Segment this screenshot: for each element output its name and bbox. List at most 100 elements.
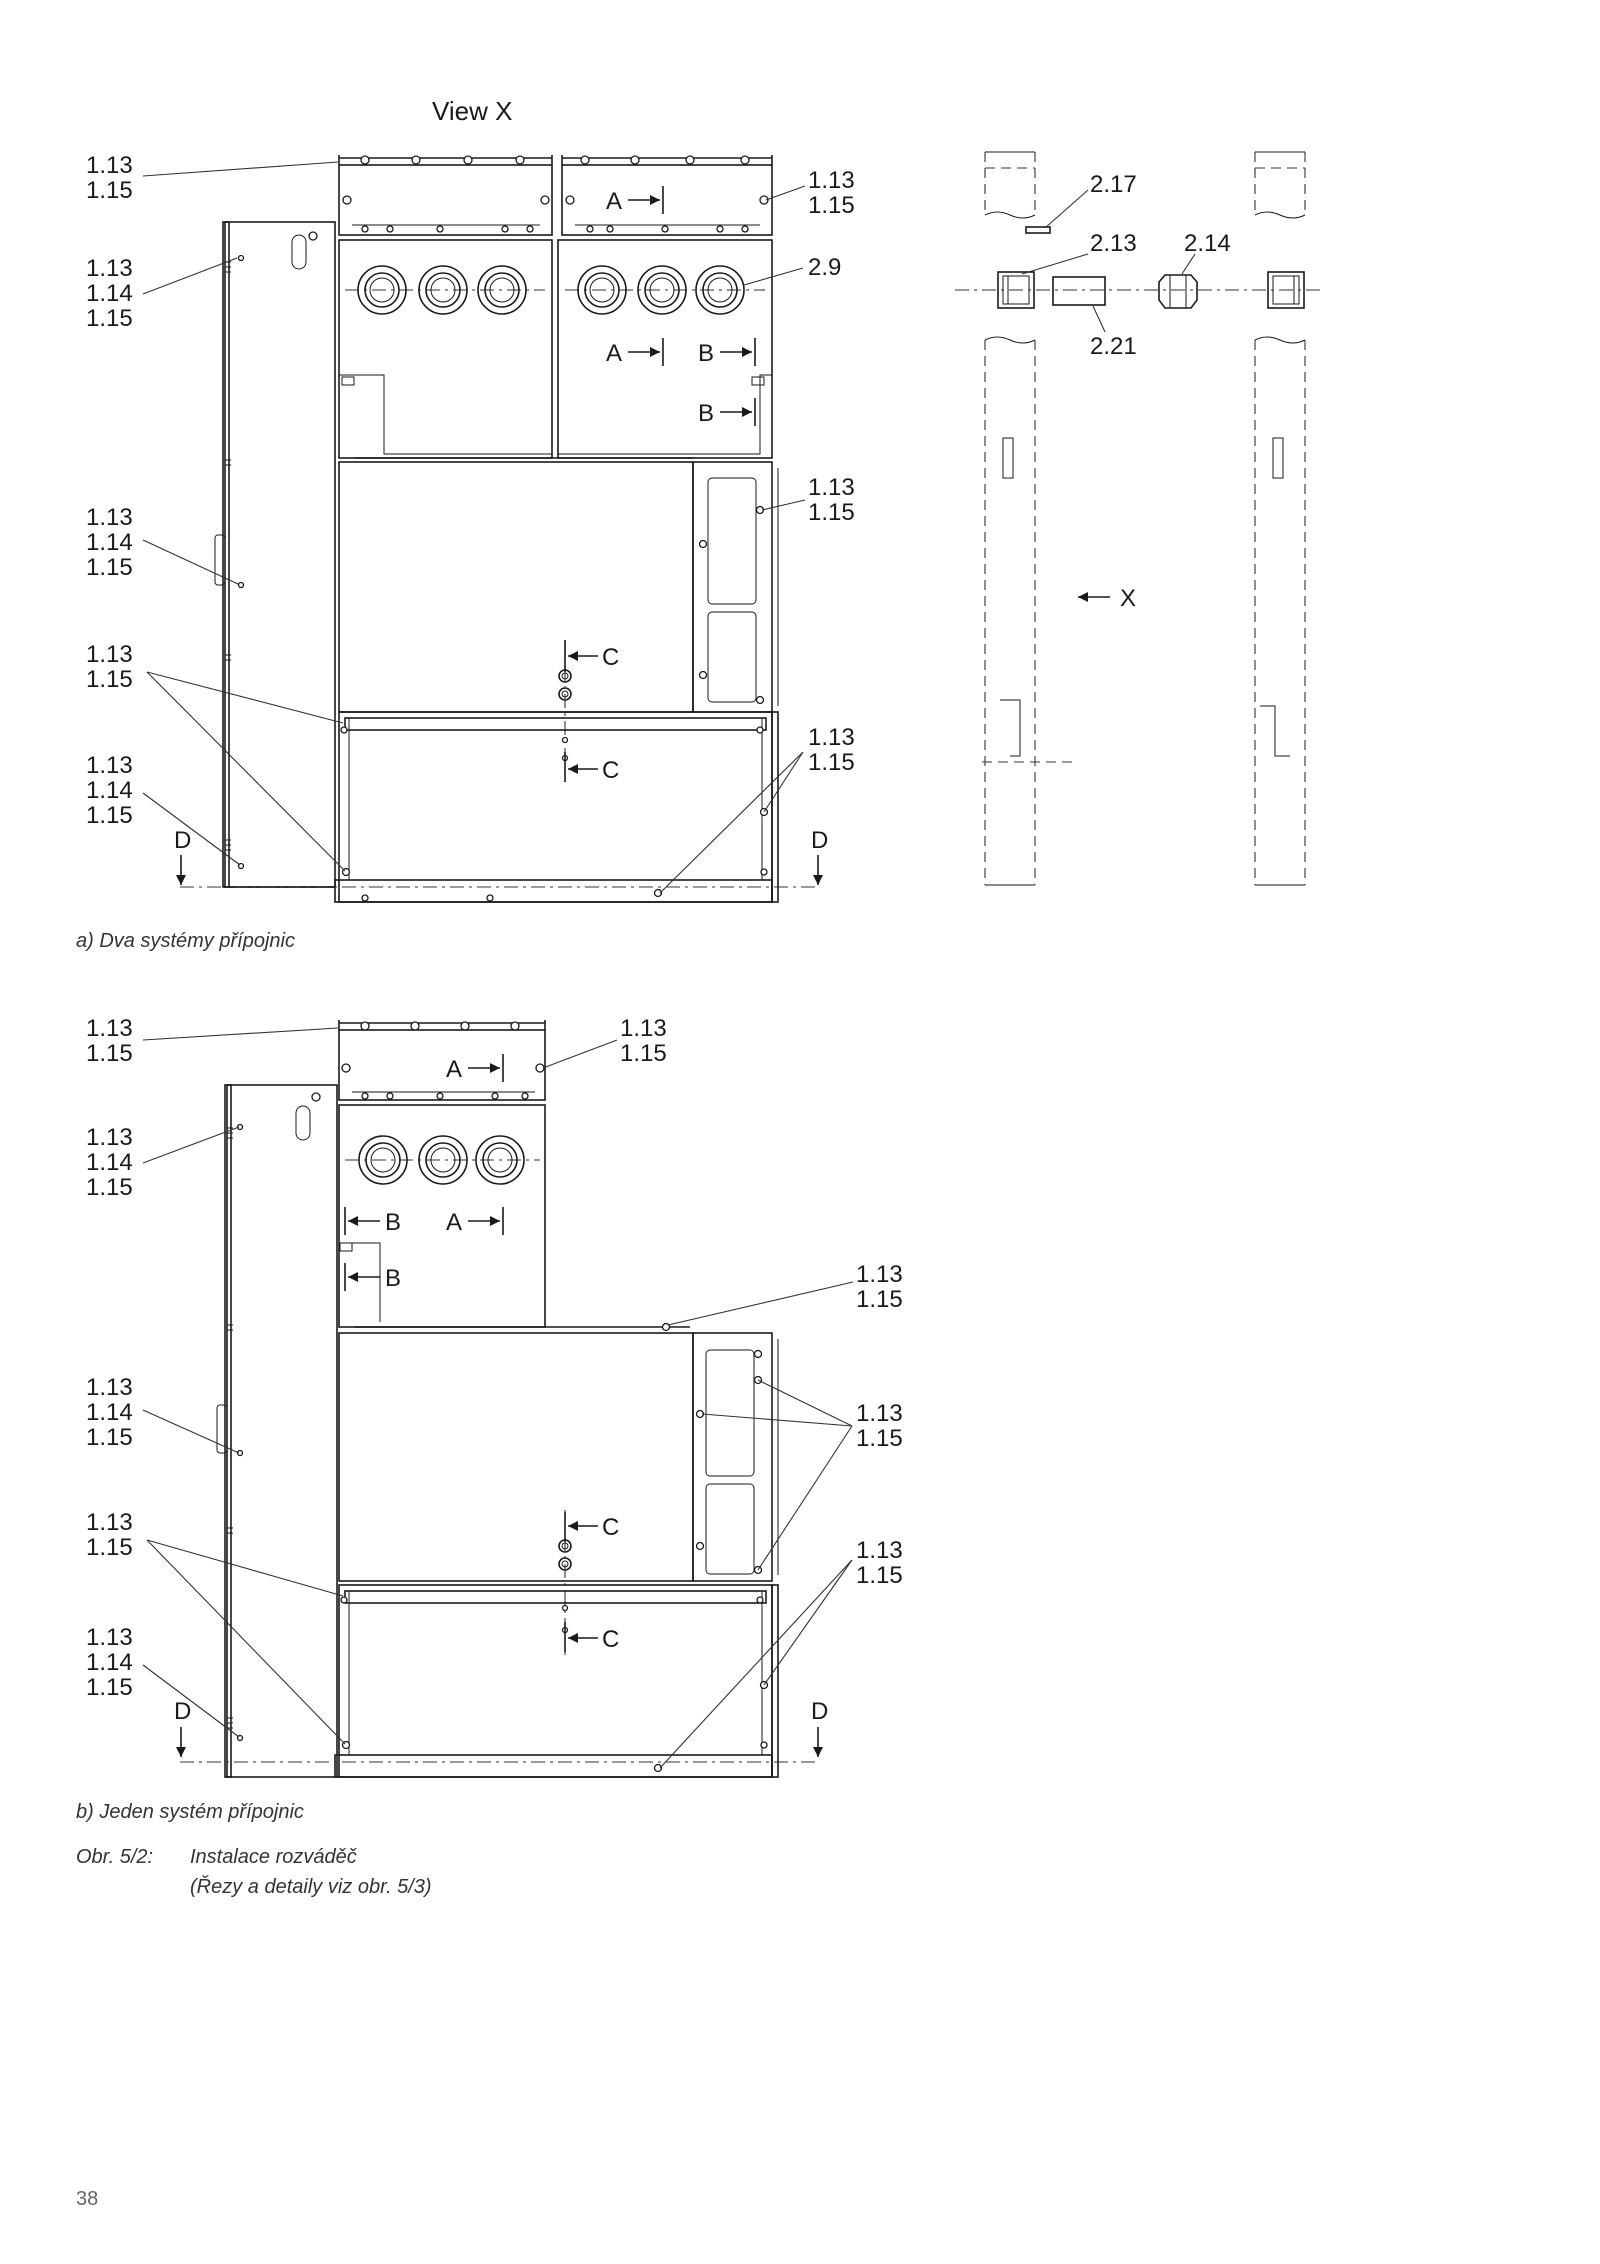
section-mark-b-bottom: B <box>698 398 756 427</box>
figure-subtitle: (Řezy a detaily viz obr. 5/3) <box>190 1876 432 1898</box>
detail-label-2-14: 2.14 <box>1181 230 1231 275</box>
svg-text:1.15: 1.15 <box>86 1424 133 1451</box>
svg-text:1.14: 1.14 <box>86 1399 133 1426</box>
section-mark-a-bottom-b: A <box>446 1207 504 1236</box>
svg-text:2.9: 2.9 <box>808 254 841 281</box>
svg-text:A: A <box>606 188 622 215</box>
svg-text:1.13: 1.13 <box>856 1400 903 1427</box>
callout-a-r2: 2.9 <box>743 254 841 286</box>
svg-text:2.13: 2.13 <box>1090 230 1137 257</box>
figure-title: Instalace rozváděč <box>190 1846 357 1868</box>
coupling-sleeve-icon <box>1052 276 1106 306</box>
section-mark-c-top-b: C <box>564 1512 619 1542</box>
svg-text:1.15: 1.15 <box>86 1040 133 1067</box>
svg-text:1.14: 1.14 <box>86 1649 133 1676</box>
callout-b-l1: 1.13 1.15 <box>86 1015 339 1067</box>
svg-text:1.13: 1.13 <box>86 1374 133 1401</box>
svg-text:1.13: 1.13 <box>86 752 133 779</box>
section-mark-c-bottom: C <box>564 752 619 784</box>
svg-text:1.13: 1.13 <box>856 1261 903 1288</box>
section-mark-b-top: B <box>698 338 756 367</box>
svg-text:1.13: 1.13 <box>620 1015 667 1042</box>
svg-text:1.13: 1.13 <box>856 1537 903 1564</box>
callout-b-l2: 1.13 1.14 1.15 <box>86 1124 240 1201</box>
svg-text:C: C <box>602 644 619 671</box>
callout-b-r2: 1.13 1.15 <box>667 1261 903 1326</box>
svg-text:1.14: 1.14 <box>86 529 133 556</box>
detail-label-2-21: 2.21 <box>1090 305 1137 360</box>
bushing-flange-icon <box>997 271 1305 309</box>
svg-text:1.14: 1.14 <box>86 1149 133 1176</box>
svg-text:X: X <box>1120 585 1136 612</box>
callout-a-l5: 1.13 1.14 1.15 <box>86 752 241 866</box>
section-mark-d-right: D <box>811 827 828 885</box>
connector-plug-icon <box>1158 274 1198 309</box>
svg-text:1.13: 1.13 <box>86 641 133 668</box>
svg-text:C: C <box>602 1514 619 1541</box>
svg-text:1.15: 1.15 <box>808 749 855 776</box>
svg-text:B: B <box>385 1265 401 1292</box>
svg-text:2.21: 2.21 <box>1090 333 1137 360</box>
svg-text:1.15: 1.15 <box>86 1174 133 1201</box>
svg-text:1.13: 1.13 <box>86 255 133 282</box>
callout-b-r1: 1.13 1.15 <box>542 1015 667 1069</box>
callout-b-r3: 1.13 1.15 <box>701 1379 903 1571</box>
section-mark-a-bottom: A <box>606 338 664 367</box>
callout-a-l4: 1.13 1.15 <box>86 641 346 872</box>
svg-text:1.15: 1.15 <box>86 305 133 332</box>
svg-text:1.15: 1.15 <box>856 1562 903 1589</box>
svg-text:1.15: 1.15 <box>808 499 855 526</box>
callout-b-l4: 1.13 1.15 <box>86 1509 346 1745</box>
svg-text:2.14: 2.14 <box>1184 230 1231 257</box>
section-mark-c-top: C <box>564 640 619 672</box>
svg-text:1.13: 1.13 <box>86 152 133 179</box>
callout-b-r4: 1.13 1.15 <box>659 1537 903 1769</box>
section-mark-c-bottom-b: C <box>564 1622 619 1653</box>
svg-text:C: C <box>602 1626 619 1653</box>
svg-text:1.15: 1.15 <box>86 666 133 693</box>
view-x-marker: X <box>1078 585 1136 612</box>
callout-a-l2: 1.13 1.14 1.15 <box>86 255 238 332</box>
svg-text:B: B <box>698 400 714 427</box>
section-mark-a-top: A <box>606 186 664 215</box>
pin-icon <box>1025 226 1051 234</box>
svg-text:1.15: 1.15 <box>86 177 133 204</box>
callout-a-r1: 1.13 1.15 <box>765 167 855 219</box>
svg-text:1.13: 1.13 <box>808 724 855 751</box>
svg-text:1.13: 1.13 <box>808 474 855 501</box>
svg-text:1.13: 1.13 <box>86 504 133 531</box>
svg-text:C: C <box>602 757 619 784</box>
callout-b-l3: 1.13 1.14 1.15 <box>86 1374 240 1454</box>
section-mark-b-bottom-b: B <box>344 1263 401 1292</box>
bushing-icon <box>358 1135 525 1185</box>
diagram-b-switchgear <box>180 1020 820 1778</box>
svg-text:1.13: 1.13 <box>86 1509 133 1536</box>
svg-text:B: B <box>385 1209 401 1236</box>
detail-label-2-17: 2.17 <box>1044 171 1137 229</box>
svg-text:1.15: 1.15 <box>86 802 133 829</box>
callout-a-l3: 1.13 1.14 1.15 <box>86 504 239 585</box>
side-detail-view <box>955 151 1320 886</box>
svg-text:D: D <box>811 827 828 854</box>
svg-text:1.15: 1.15 <box>808 192 855 219</box>
svg-text:1.13: 1.13 <box>86 1624 133 1651</box>
detail-label-2-13: 2.13 <box>1021 230 1137 275</box>
section-mark-a-top-b: A <box>446 1054 504 1083</box>
section-mark-d-right-b: D <box>811 1698 828 1757</box>
view-x-title: View X <box>432 96 512 126</box>
svg-text:A: A <box>446 1056 462 1083</box>
svg-text:A: A <box>606 340 622 367</box>
svg-text:1.15: 1.15 <box>856 1425 903 1452</box>
svg-text:1.14: 1.14 <box>86 280 133 307</box>
svg-text:2.17: 2.17 <box>1090 171 1137 198</box>
svg-text:D: D <box>811 1698 828 1725</box>
callout-a-r4: 1.13 1.15 <box>659 724 855 894</box>
figure-number: Obr. 5/2: <box>76 1846 154 1868</box>
svg-text:1.15: 1.15 <box>86 1534 133 1561</box>
svg-text:1.13: 1.13 <box>86 1015 133 1042</box>
svg-text:1.15: 1.15 <box>856 1286 903 1313</box>
caption-b: b) Jeden systém přípojnic <box>76 1801 304 1823</box>
bushing-icon <box>357 265 745 315</box>
section-mark-b-top-b: B <box>344 1207 401 1236</box>
